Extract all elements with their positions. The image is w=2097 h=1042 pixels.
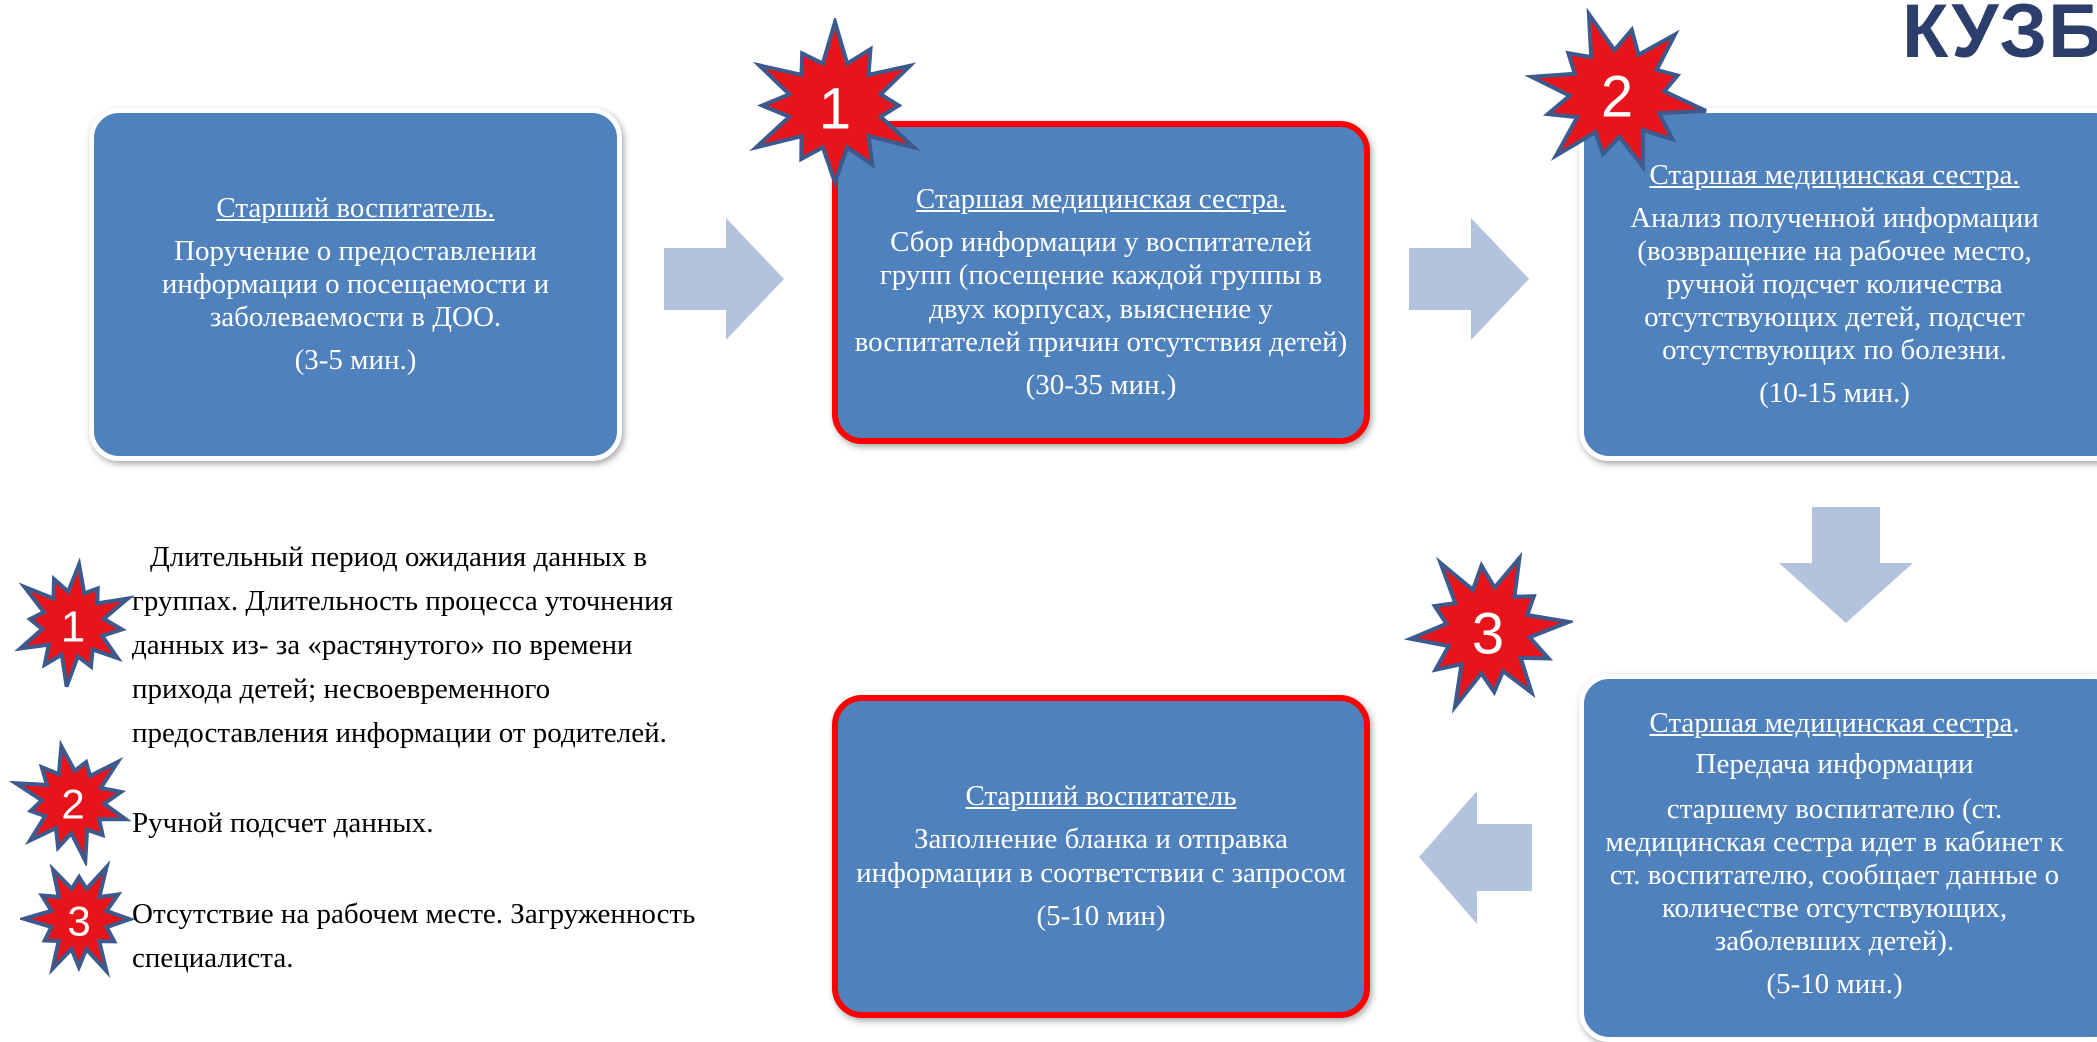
step-title: Старшая медицинская сестра. (1649, 158, 2020, 191)
logo-text: КУЗБА (1902, 0, 2097, 74)
arrow-left-icon (1419, 791, 1532, 924)
note-line: Длительный период ожидания данных в (150, 541, 648, 573)
step-duration: (5-10 мин) (1036, 899, 1166, 932)
step-title: Старшая медицинская сестра. (1649, 707, 2019, 740)
step-duration: (10-15 мин.) (1759, 377, 1910, 410)
step-box-5: Старший воспитатель Заполнение бланка и … (832, 695, 1370, 1018)
step-title-suffix: . (2012, 706, 2020, 739)
star-number: 2 (61, 781, 84, 828)
step-box-1: Старший воспитатель. Поручение о предост… (89, 108, 622, 461)
problem-note-3: Отсутствие на рабочем месте. Загруженнос… (132, 892, 695, 980)
note-line: прихода детей; несвоевременного (132, 673, 551, 705)
step-box-4: Старшая медицинская сестра. Передача инф… (1579, 674, 2097, 1042)
star-number: 2 (1601, 64, 1633, 129)
star-shape (20, 860, 136, 979)
star-number: 3 (67, 898, 90, 945)
star-shape (9, 739, 132, 866)
note-line: данных из- за «растянутого» по времени (132, 629, 633, 661)
star-number: 1 (61, 602, 85, 651)
arrow-right-icon (1409, 218, 1529, 340)
star-shape (1403, 551, 1573, 714)
star-shape (749, 18, 921, 189)
step-box-2: Старшая медицинская сестра. Сбор информа… (832, 121, 1370, 444)
problem-star-1-icon: 1 (749, 18, 921, 189)
legend-star-2-icon: 2 (9, 739, 132, 866)
problem-star-2-icon: 2 (1524, 7, 1707, 173)
legend-star-1-icon: 1 (14, 557, 135, 688)
star-number: 3 (1472, 601, 1504, 666)
step-description: Поручение о предоставлении информации о … (161, 234, 550, 334)
step-title: Старший воспитатель. (216, 191, 495, 224)
note-line: группах. Длительность процесса уточнения (132, 585, 673, 617)
step-description: Анализ полученной информации (возвращени… (1630, 201, 2039, 367)
step-title: Старший воспитатель (965, 780, 1237, 813)
arrow-down-icon (1779, 507, 1913, 623)
step-title-text: Старшая медицинская сестра (1649, 706, 2013, 739)
problem-note-1: Длительный период ожидания данных в груп… (132, 535, 673, 755)
step-box-3: Старшая медицинская сестра. Анализ получ… (1579, 108, 2097, 461)
star-shape (1524, 7, 1707, 173)
step-title: Старшая медицинская сестра. (915, 183, 1287, 216)
step-duration: (30-35 мин.) (1025, 368, 1177, 401)
legend-star-3-icon: 3 (20, 860, 136, 979)
note-line: специалиста. (132, 942, 294, 974)
step-description: Сбор информации у воспитателей групп (по… (854, 226, 1348, 358)
star-number: 1 (819, 76, 851, 141)
problem-note-2: Ручной подсчет данных. (132, 801, 434, 845)
star-shape (14, 557, 135, 688)
step-description-detail: старшему воспитателю (ст. медицинская се… (1605, 792, 2064, 958)
step-duration: (5-10 мин.) (1766, 968, 1903, 1001)
note-line: Ручной подсчет данных. (132, 807, 434, 839)
note-line: Отсутствие на рабочем месте. Загруженнос… (132, 898, 696, 930)
arrow-right-icon (664, 218, 784, 340)
step-description: Передача информации (1695, 747, 1974, 780)
problem-star-3-icon: 3 (1403, 551, 1573, 714)
step-description: Заполнение бланка и отправка информации … (856, 823, 1346, 889)
note-line: предоставления информации от родителей. (132, 717, 667, 749)
step-duration: (3-5 мин.) (294, 344, 417, 377)
